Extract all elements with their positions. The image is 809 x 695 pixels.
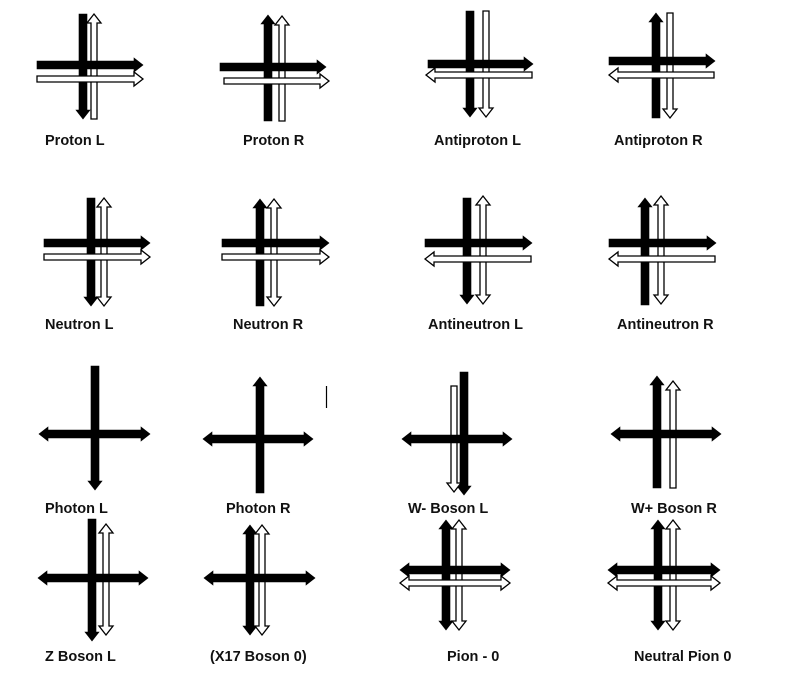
- hollow-arrow-right: [223, 72, 331, 90]
- glyph-9: [202, 376, 314, 494]
- solid-arrow-both: [203, 570, 316, 586]
- hollow-arrow-left: [607, 250, 716, 268]
- glyph-label: Photon R: [226, 501, 291, 517]
- glyph-label: Antineutron R: [617, 317, 714, 333]
- glyph-label: Photon L: [45, 501, 108, 517]
- solid-arrow-right: [608, 53, 716, 69]
- solid-arrow-both: [438, 519, 454, 631]
- glyph-5: [221, 197, 331, 308]
- glyph-label: Proton L: [45, 133, 105, 149]
- solid-arrow-right: [43, 235, 151, 251]
- hollow-arrow-both: [606, 574, 722, 592]
- glyph-13: [203, 523, 316, 637]
- solid-arrow-both: [38, 426, 151, 442]
- hollow-arrow-right: [43, 248, 152, 266]
- hollow-arrow-both: [398, 574, 512, 592]
- glyph-label: W- Boson L: [408, 501, 489, 517]
- glyph-label: Neutron L: [45, 317, 114, 333]
- solid-arrow-both: [399, 562, 511, 578]
- solid-arrow-both: [401, 431, 513, 447]
- glyph-label: Antiproton R: [614, 133, 703, 149]
- hollow-arrow-left: [424, 66, 533, 84]
- solid-arrow-down: [83, 197, 99, 307]
- solid-arrow-both: [37, 570, 149, 586]
- solid-arrow-up: [252, 198, 268, 307]
- glyph-label: Antiproton L: [434, 133, 521, 149]
- glyph-label: Neutron R: [233, 317, 304, 333]
- hollow-arrow-down: [661, 12, 679, 120]
- glyph-label: Antineutron L: [428, 317, 524, 333]
- hollow-arrow-left: [423, 250, 532, 268]
- hollow-arrow-both: [474, 194, 492, 306]
- glyph-1: [219, 14, 331, 122]
- solid-arrow-right: [36, 57, 144, 73]
- glyph-14: [398, 518, 512, 632]
- solid-arrow-both: [610, 426, 722, 442]
- hollow-arrow-right: [36, 70, 145, 88]
- solid-arrow-down: [459, 197, 475, 305]
- solid-arrow-both: [202, 431, 314, 447]
- solid-arrow-both: [607, 562, 721, 578]
- hollow-arrow-both: [95, 196, 113, 308]
- glyph-7: [607, 194, 717, 306]
- solid-arrow-right: [221, 235, 330, 251]
- glyph-12: [37, 518, 149, 642]
- hollow-arrow-both: [652, 194, 670, 306]
- glyph-6: [423, 194, 533, 306]
- glyph-label: W+ Boson R: [631, 501, 717, 517]
- solid-arrow-down: [87, 365, 103, 491]
- hollow-arrow-both: [265, 197, 283, 308]
- glyph-3: [607, 12, 716, 120]
- glyph-0: [36, 12, 145, 120]
- glyph-10: [401, 371, 513, 496]
- solid-arrow-both: [650, 519, 666, 631]
- glyph-label: (X17 Boson 0): [210, 649, 307, 665]
- hollow-arrow-right: [221, 248, 331, 266]
- hollow-arrow-both: [450, 518, 468, 632]
- solid-arrow-down: [456, 371, 472, 496]
- solid-arrow-right: [427, 56, 534, 72]
- glyph-2: [424, 10, 534, 119]
- solid-arrow-right: [219, 59, 327, 75]
- glyph-label: Neutral Pion 0: [634, 649, 732, 665]
- glyph-11: [610, 375, 722, 489]
- solid-arrow-up: [648, 12, 664, 119]
- solid-arrow-right: [608, 235, 717, 251]
- solid-arrow-up: [637, 197, 653, 306]
- glyph-label: Pion - 0: [447, 649, 500, 665]
- glyph-label: Z Boson L: [45, 649, 116, 665]
- glyph-4: [43, 196, 152, 308]
- glyph-8: [38, 365, 151, 491]
- glyph-15: [606, 518, 722, 632]
- solid-arrow-right: [424, 235, 533, 251]
- glyph-label: Proton R: [243, 133, 305, 149]
- hollow-arrow-left: [607, 66, 715, 84]
- hollow-arrow-both: [664, 518, 682, 632]
